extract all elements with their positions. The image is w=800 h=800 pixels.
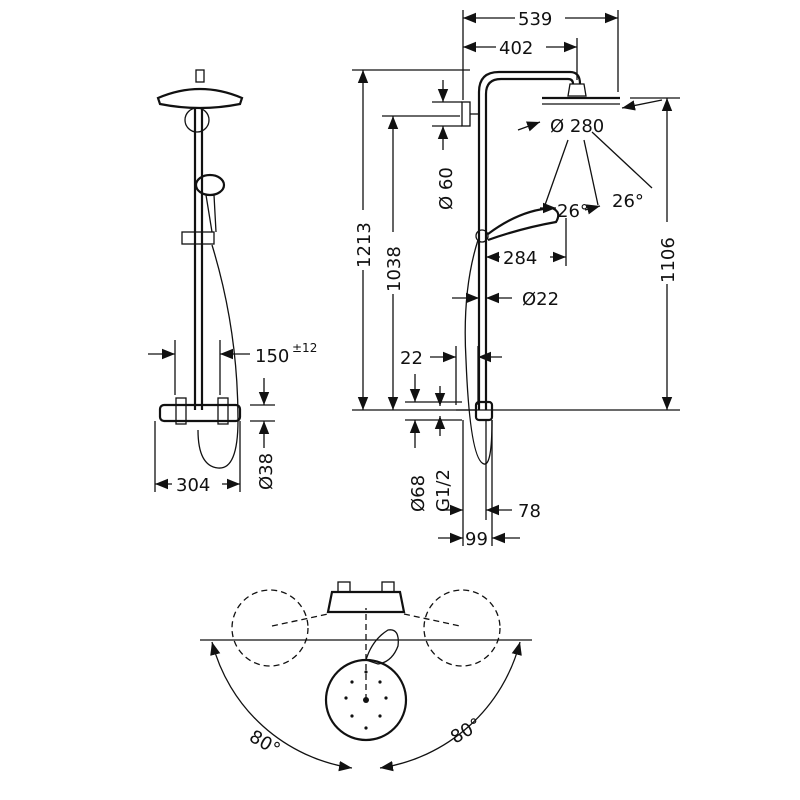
- dim-284-label: 284: [503, 248, 537, 269]
- thermostat-knob-right: [381, 581, 395, 593]
- dim-60-label: Ø 60: [436, 167, 457, 210]
- dim-22-diam-label: Ø22: [522, 289, 559, 310]
- thermostat-top: [326, 590, 406, 614]
- swivel-left-label: 80°: [246, 726, 284, 760]
- dim-1106-label: 1106: [658, 237, 679, 283]
- spray-line-3: [591, 131, 653, 189]
- swivel-arc-left: [210, 641, 353, 772]
- thermostat-body: [158, 403, 242, 423]
- dim-304-label-bg: [172, 474, 222, 494]
- wall-connection-left: [175, 397, 187, 425]
- shower-hose: [197, 244, 239, 469]
- dim-38-label: Ø38: [256, 453, 277, 490]
- angle-26-b: 26°: [612, 191, 644, 212]
- side-view: 539 402 1213 1038 1106 Ø 60 Ø 280: [352, 8, 680, 550]
- dim-78-label: 78: [518, 501, 541, 522]
- dim-1106-label-bg: [656, 222, 678, 284]
- side-hose: [464, 239, 493, 465]
- swivel-range-right: [423, 589, 501, 667]
- dim-1213-label-bg: [352, 210, 374, 270]
- dim-280-arrow-left: [517, 121, 541, 132]
- dim-280-label: Ø 280: [550, 116, 604, 137]
- dim-539-label: 539: [518, 9, 552, 30]
- dim-1213-label: 1213: [354, 222, 375, 268]
- thermostat-side: [474, 400, 494, 422]
- angle-26-b-arrow: [584, 204, 601, 215]
- swivel-right-label: 80°: [447, 714, 485, 748]
- dim-99-label: 99: [465, 529, 488, 550]
- front-view: 150 ±12 Ø38 304: [148, 69, 317, 496]
- dim-280-arrow-right: [621, 99, 663, 111]
- dim-402-label: 402: [499, 38, 533, 59]
- hand-shower-holder: [181, 231, 215, 245]
- angle-26-a: 26°: [557, 201, 589, 222]
- hand-shower-handle: [205, 194, 217, 233]
- spray-line-2: [583, 139, 599, 206]
- dim-539-label-bg: [515, 8, 565, 28]
- hand-holder-side: [475, 229, 489, 243]
- overhead-shower-head: [156, 87, 244, 110]
- dim-68-label: Ø68: [408, 475, 429, 512]
- hand-shower-side: [487, 206, 560, 242]
- dim-1038-label: 1038: [384, 246, 405, 292]
- dim-284-label-bg: [500, 247, 550, 267]
- overhead-arm-inner: [484, 77, 575, 112]
- dim-150-label: 150: [255, 346, 289, 367]
- swivel-range-left: [231, 589, 309, 667]
- dim-1038-label-bg: [382, 232, 404, 294]
- hand-shower-head: [194, 173, 226, 197]
- wall-connection-right: [217, 397, 229, 425]
- hand-shower-top: [365, 629, 399, 665]
- overhead-joint: [567, 83, 587, 97]
- dim-150-tolerance: ±12: [292, 341, 317, 355]
- thermostat-knob-left: [337, 581, 351, 593]
- wall-bracket-side: [461, 101, 471, 127]
- wall-bracket-top: [184, 107, 210, 133]
- dim-22-label: 22: [400, 348, 423, 369]
- dim-304-label: 304: [176, 475, 210, 496]
- dim-g12-label: G1/2: [433, 469, 454, 512]
- dim-99-label-bg: [465, 528, 491, 548]
- spray-line-1: [544, 139, 569, 206]
- swivel-arc-right: [379, 641, 522, 772]
- dim-402-label-bg: [496, 37, 546, 57]
- overhead-arm-outer: [477, 70, 582, 112]
- top-view: 80° 80°: [200, 581, 532, 772]
- shower-head-joint: [195, 69, 205, 83]
